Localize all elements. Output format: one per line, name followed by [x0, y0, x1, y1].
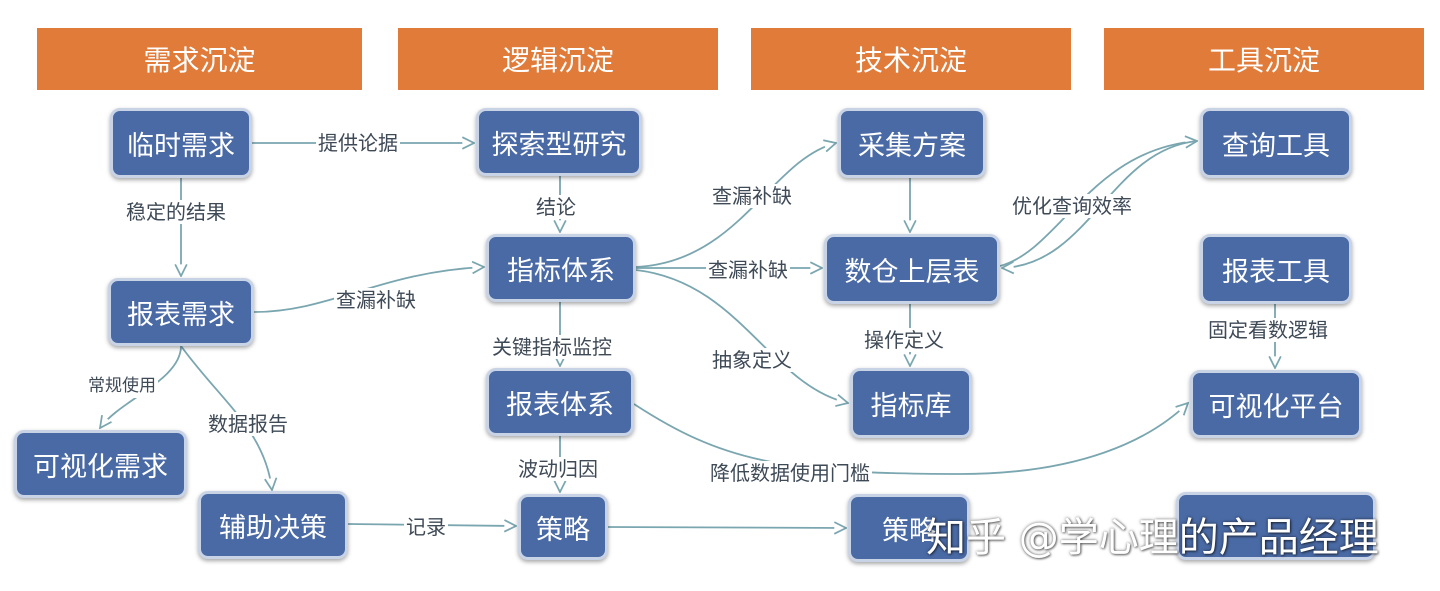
header-demand: 需求沉淀: [37, 28, 362, 90]
label-routine-use: 常规使用: [86, 374, 158, 398]
header-logic: 逻辑沉淀: [398, 28, 718, 90]
node-collect-plan: 采集方案: [838, 108, 986, 178]
zhihu-watermark: 知乎 @学心理的产品经理: [926, 515, 1379, 561]
node-strategy: 策略: [518, 494, 608, 560]
node-report-tool: 报表工具: [1200, 234, 1352, 304]
edge-lower-threshold: [633, 403, 1188, 475]
label-fill-gap-3: 查漏补缺: [706, 258, 790, 282]
node-vis-demand: 可视化需求: [14, 430, 187, 498]
label-lower-threshold: 降低数据使用门槛: [708, 461, 872, 485]
node-aux-decision: 辅助决策: [198, 491, 348, 559]
label-record: 记录: [404, 515, 448, 539]
label-stable-result: 稳定的结果: [124, 200, 228, 224]
label-fill-gap-1: 查漏补缺: [334, 288, 418, 312]
label-conclusion: 结论: [534, 195, 578, 219]
node-explore-research: 探索型研究: [476, 108, 642, 176]
node-strategy-2: 策略: [848, 494, 970, 562]
label-optimize-query: 优化查询效率: [1010, 194, 1134, 218]
node-temp-demand: 临时需求: [110, 108, 252, 178]
label-fixed-logic: 固定看数逻辑: [1206, 318, 1330, 342]
label-key-metric-monitor: 关键指标监控: [490, 335, 614, 359]
label-abstract-def: 抽象定义: [710, 348, 794, 372]
edge-fill-gap-2: [635, 143, 836, 268]
node-vis-platform: 可视化平台: [1190, 370, 1362, 438]
header-tool: 工具沉淀: [1104, 28, 1424, 90]
label-operate-def: 操作定义: [862, 328, 946, 352]
edge-strategy-strategy: [607, 527, 846, 528]
label-data-report: 数据报告: [206, 412, 290, 436]
node-report-system: 报表体系: [486, 368, 634, 436]
label-fluctuation: 波动归因: [516, 457, 600, 481]
node-report-demand: 报表需求: [108, 278, 254, 346]
node-dw-upper: 数仓上层表: [824, 234, 1000, 304]
header-tech: 技术沉淀: [751, 28, 1071, 90]
label-fill-gap-2: 查漏补缺: [710, 184, 794, 208]
node-metric-lib: 指标库: [850, 368, 972, 438]
node-obscured: [1176, 492, 1376, 560]
label-provide-evidence: 提供论据: [316, 131, 400, 155]
node-metric-system: 指标体系: [486, 234, 636, 302]
edge-abstract-def: [635, 269, 848, 403]
node-query-tool: 查询工具: [1200, 108, 1352, 178]
